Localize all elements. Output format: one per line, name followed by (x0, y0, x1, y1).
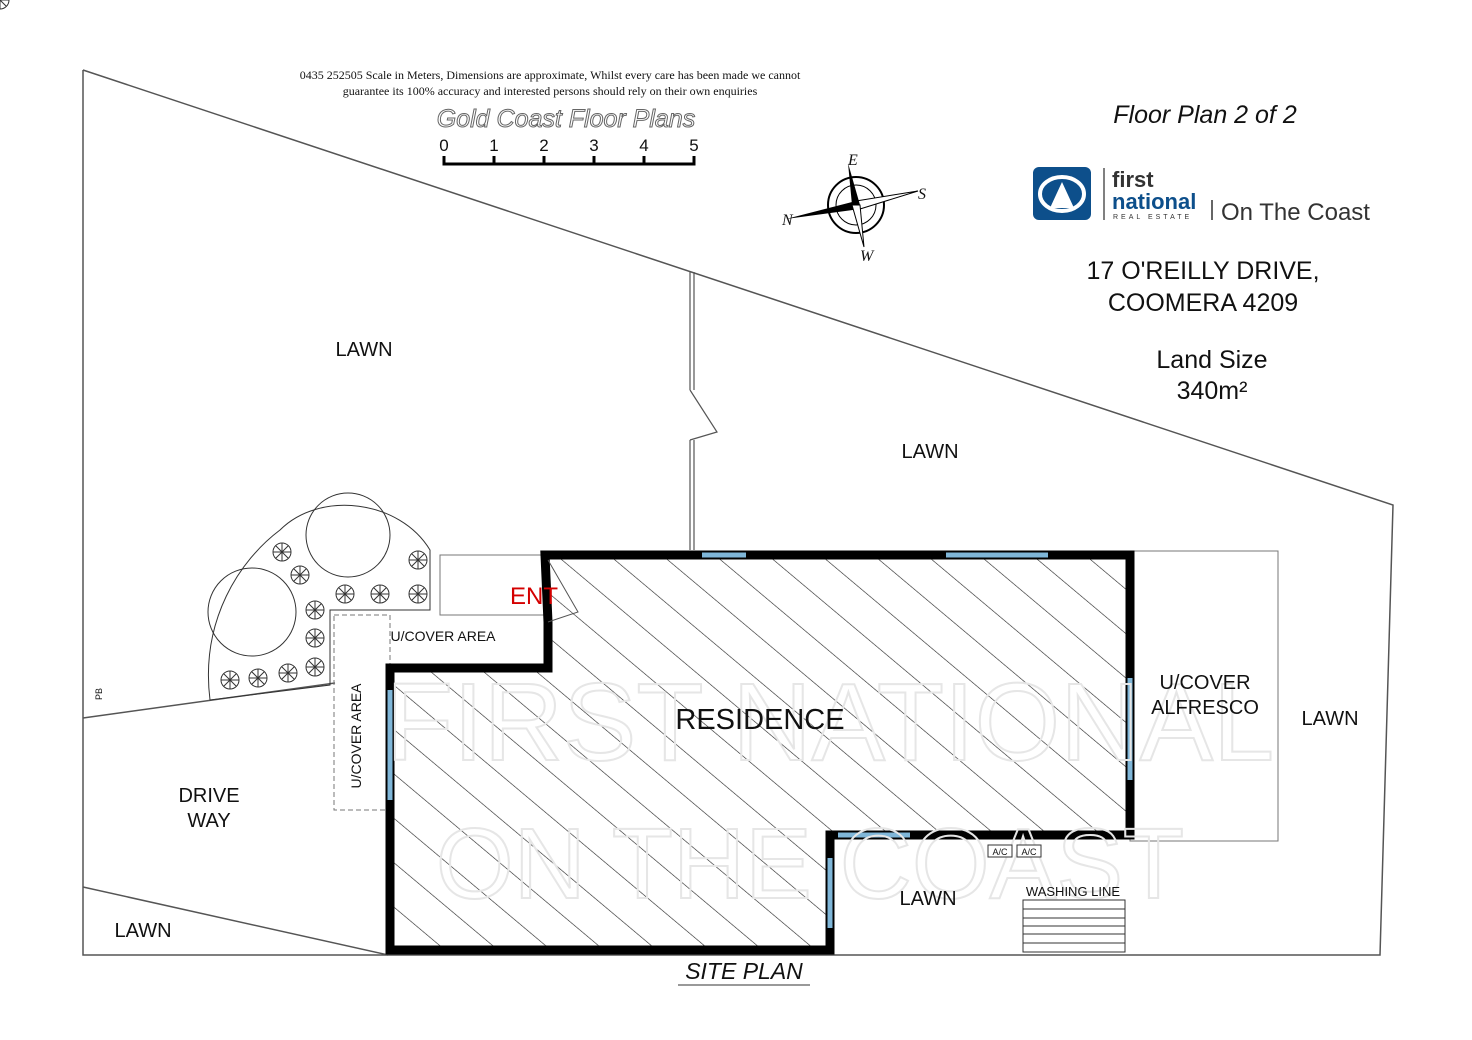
land-size-label: Land Size (1156, 346, 1267, 374)
ac-label: A/C (992, 847, 1008, 857)
scale-bar: 0 1 2 3 4 5 (439, 136, 699, 166)
driveway-edge (82, 886, 389, 956)
garden-trees (0, 0, 431, 701)
disclaimer-line-1: 0435 252505 Scale in Meters, Dimensions … (300, 68, 801, 82)
site-plan-title: SITE PLAN (685, 958, 803, 984)
alfresco-label-1: U/COVER (1159, 672, 1250, 694)
watermark-line-1: FIRST NATIONAL (386, 661, 1274, 784)
floor-plan-title: Floor Plan 2 of 2 (1113, 101, 1297, 129)
logo-word-real-estate: REAL ESTATE (1113, 214, 1192, 221)
ac-unit (1016, 844, 1042, 858)
compass-w: W (860, 248, 875, 265)
address-line-1: 17 O'REILLY DRIVE, (1086, 257, 1319, 285)
scale-tick: 4 (639, 136, 648, 155)
compass-n: N (781, 212, 794, 229)
brand-title: Gold Coast Floor Plans (437, 105, 695, 133)
ucover-top-label: U/COVER AREA (390, 628, 496, 644)
lawn-label: LAWN (1301, 708, 1358, 730)
land-size-value: 340m² (1177, 377, 1248, 405)
washing-line-label: WASHING LINE (1026, 884, 1120, 899)
lawn-label: LAWN (899, 888, 956, 910)
entry-label: ENT (510, 583, 558, 610)
driveway-edge (82, 682, 336, 719)
logo-word-national: national (1112, 189, 1196, 214)
first-national-logo: first national REAL ESTATE On The Coast (1033, 167, 1370, 226)
windows (387, 552, 1133, 928)
scale-tick: 5 (689, 136, 698, 155)
address-line-2: COOMERA 4209 (1108, 289, 1298, 317)
driveway-label-2: WAY (187, 810, 230, 832)
compass-s: S (918, 186, 926, 203)
entry-door (547, 559, 579, 623)
logo-suffix: On The Coast (1221, 199, 1370, 226)
alfresco-label-2: ALFRESCO (1151, 697, 1259, 719)
scale-tick: 1 (489, 136, 498, 155)
lawn-label: LAWN (901, 441, 958, 463)
scale-tick: 3 (589, 136, 598, 155)
watermark-line-2: ON THE COAST (436, 808, 1184, 920)
ac-unit (987, 844, 1013, 858)
driveway-label-1: DRIVE (178, 785, 239, 807)
fence (689, 272, 718, 550)
disclaimer-line-2: guarantee its 100% accuracy and interest… (343, 84, 758, 98)
compass-icon: E S W N (781, 152, 926, 265)
ucover-left-label: U/COVER AREA (348, 683, 364, 789)
lawn-label: LAWN (335, 339, 392, 361)
scale-tick: 0 (439, 136, 448, 155)
pb-label: PB (94, 688, 104, 700)
residence-label: RESIDENCE (675, 704, 844, 736)
scale-tick: 2 (539, 136, 548, 155)
logo-word-first: first (1112, 167, 1154, 192)
lot-boundary (82, 69, 1394, 956)
lawn-label: LAWN (114, 920, 171, 942)
ac-label: A/C (1021, 847, 1037, 857)
washing-line (1022, 899, 1126, 953)
compass-e: E (847, 152, 858, 169)
